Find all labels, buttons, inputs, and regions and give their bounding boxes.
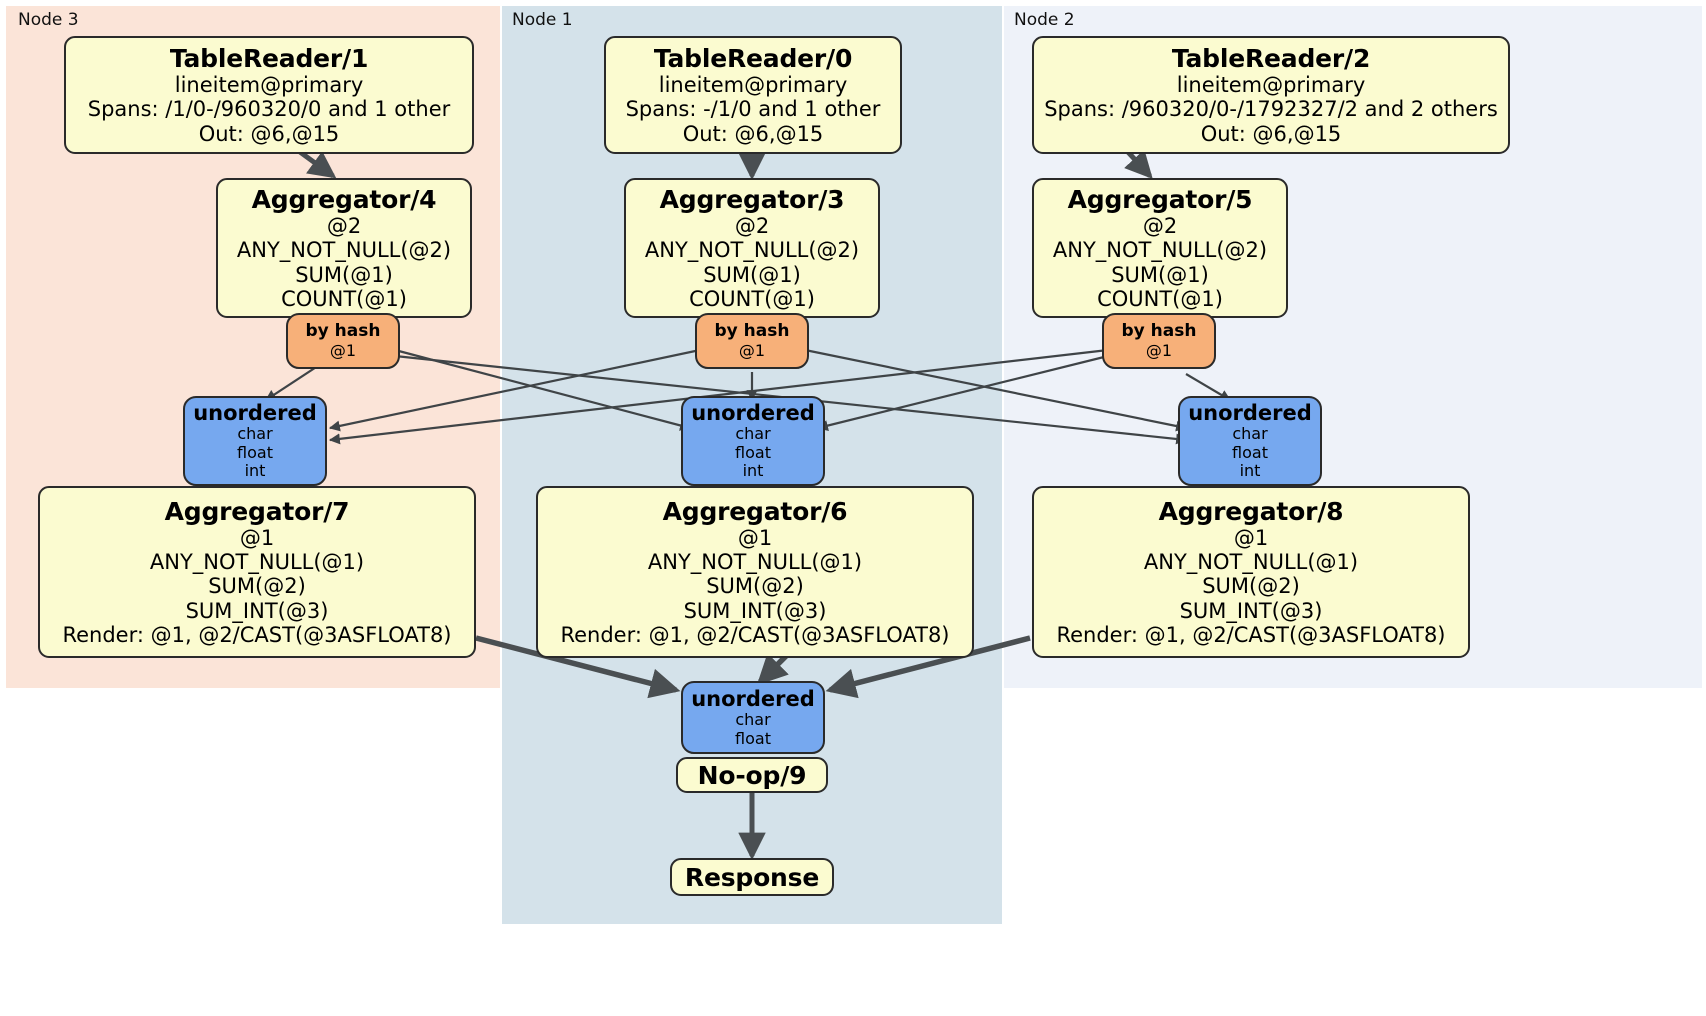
aggregator-3[interactable]: Aggregator/3 @2 ANY_NOT_NULL(@2) SUM(@1)… — [624, 178, 880, 318]
no-op-9[interactable]: No-op/9 — [676, 757, 828, 793]
node-agg-0: ANY_NOT_NULL(@2) — [644, 238, 860, 263]
node-agg-0: ANY_NOT_NULL(@1) — [647, 549, 863, 574]
node-agg-2: SUM_INT(@3) — [683, 598, 827, 623]
router-by-hash-4[interactable]: by hash @1 — [286, 313, 400, 369]
node-render: Render: @1, @2/CAST(@3ASFLOAT8) — [1056, 623, 1446, 648]
sync-title: unordered — [691, 686, 815, 711]
node-group: @1 — [239, 525, 275, 550]
node-title: Aggregator/3 — [659, 184, 845, 214]
node-agg-1: SUM(@1) — [1111, 262, 1209, 287]
synchronizer-unordered-final[interactable]: unordered char float — [681, 681, 825, 754]
router-by-hash-3[interactable]: by hash @1 — [695, 313, 809, 369]
node-agg-0: ANY_NOT_NULL(@2) — [236, 238, 452, 263]
node-spans: Spans: /960320/0-/1792327/2 and 2 others — [1044, 97, 1498, 122]
aggregator-6[interactable]: Aggregator/6 @1 ANY_NOT_NULL(@1) SUM(@2)… — [536, 486, 974, 658]
sync-type-0: char — [735, 710, 771, 730]
node-group: @2 — [326, 213, 362, 238]
table-reader-1[interactable]: TableReader/1 lineitem@primary Spans: /1… — [64, 36, 474, 154]
response-node[interactable]: Response — [670, 858, 834, 896]
node-render: Render: @1, @2/CAST(@3ASFLOAT8) — [62, 623, 452, 648]
node-agg-2: COUNT(@1) — [689, 286, 815, 311]
node-out: Out: @6,@15 — [198, 121, 340, 146]
node-out: Out: @6,@15 — [682, 121, 824, 146]
node-agg-0: ANY_NOT_NULL(@1) — [1143, 549, 1359, 574]
router-by-hash-5[interactable]: by hash @1 — [1102, 313, 1216, 369]
node-group: @2 — [734, 213, 770, 238]
sync-type-2: int — [1239, 461, 1261, 481]
sync-type-1: float — [735, 728, 771, 748]
node-title: No-op/9 — [697, 760, 807, 790]
sync-type-0: char — [735, 424, 771, 444]
node-table: lineitem@primary — [1176, 72, 1366, 97]
sync-type-0: char — [1232, 424, 1268, 444]
node-title: Aggregator/4 — [251, 184, 437, 214]
table-reader-0[interactable]: TableReader/0 lineitem@primary Spans: -/… — [604, 36, 902, 154]
node-agg-1: SUM(@1) — [295, 262, 393, 287]
table-reader-2[interactable]: TableReader/2 lineitem@primary Spans: /9… — [1032, 36, 1510, 154]
node-table: lineitem@primary — [658, 72, 848, 97]
sync-type-0: char — [237, 424, 273, 444]
cluster-label-node-1: Node 1 — [512, 10, 573, 30]
aggregator-4[interactable]: Aggregator/4 @2 ANY_NOT_NULL(@2) SUM(@1)… — [216, 178, 472, 318]
sync-type-1: float — [237, 442, 273, 462]
node-agg-1: SUM(@2) — [1202, 574, 1300, 599]
synchronizer-unordered-8[interactable]: unordered char float int — [1178, 396, 1322, 486]
sync-title: unordered — [691, 401, 815, 425]
router-title: by hash — [305, 320, 381, 341]
aggregator-7[interactable]: Aggregator/7 @1 ANY_NOT_NULL(@1) SUM(@2)… — [38, 486, 476, 658]
aggregator-5[interactable]: Aggregator/5 @2 ANY_NOT_NULL(@2) SUM(@1)… — [1032, 178, 1288, 318]
cluster-label-node-3: Node 3 — [18, 10, 79, 30]
node-agg-1: SUM(@2) — [706, 574, 804, 599]
router-cols: @1 — [329, 340, 357, 360]
router-cols: @1 — [1145, 340, 1173, 360]
node-title: Aggregator/5 — [1067, 184, 1253, 214]
node-table: lineitem@primary — [174, 72, 364, 97]
node-spans: Spans: -/1/0 and 1 other — [625, 97, 881, 122]
node-title: Aggregator/8 — [1158, 496, 1344, 526]
synchronizer-unordered-7[interactable]: unordered char float int — [183, 396, 327, 486]
node-group: @1 — [737, 525, 773, 550]
node-agg-0: ANY_NOT_NULL(@2) — [1052, 238, 1268, 263]
node-title: TableReader/1 — [169, 43, 369, 73]
synchronizer-unordered-6[interactable]: unordered char float int — [681, 396, 825, 486]
node-title: Response — [684, 862, 820, 892]
router-title: by hash — [714, 320, 790, 341]
node-group: @2 — [1142, 213, 1178, 238]
node-spans: Spans: /1/0-/960320/0 and 1 other — [87, 97, 451, 122]
node-agg-2: COUNT(@1) — [281, 286, 407, 311]
node-agg-2: SUM_INT(@3) — [185, 598, 329, 623]
node-title: Aggregator/7 — [164, 496, 350, 526]
sync-title: unordered — [193, 401, 317, 425]
sync-type-2: int — [742, 461, 764, 481]
node-agg-1: SUM(@2) — [208, 574, 306, 599]
aggregator-8[interactable]: Aggregator/8 @1 ANY_NOT_NULL(@1) SUM(@2)… — [1032, 486, 1470, 658]
node-title: Aggregator/6 — [662, 496, 848, 526]
node-render: Render: @1, @2/CAST(@3ASFLOAT8) — [560, 623, 950, 648]
node-agg-1: SUM(@1) — [703, 262, 801, 287]
node-title: TableReader/2 — [1171, 43, 1371, 73]
node-group: @1 — [1233, 525, 1269, 550]
sync-type-1: float — [1232, 442, 1268, 462]
node-out: Out: @6,@15 — [1200, 121, 1342, 146]
sync-type-1: float — [735, 442, 771, 462]
sync-type-2: int — [244, 461, 266, 481]
router-title: by hash — [1121, 320, 1197, 341]
node-agg-2: COUNT(@1) — [1097, 286, 1223, 311]
cluster-label-node-2: Node 2 — [1014, 10, 1075, 30]
node-agg-0: ANY_NOT_NULL(@1) — [149, 549, 365, 574]
router-cols: @1 — [738, 340, 766, 360]
node-agg-2: SUM_INT(@3) — [1179, 598, 1323, 623]
sync-title: unordered — [1188, 401, 1312, 425]
node-title: TableReader/0 — [653, 43, 853, 73]
